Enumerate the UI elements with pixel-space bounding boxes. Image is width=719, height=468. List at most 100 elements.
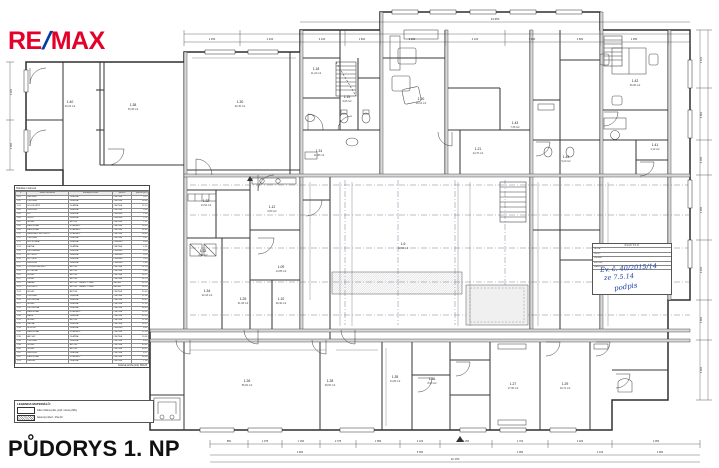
staircase [335, 35, 623, 223]
room-schedule-table[interactable]: Tabulka místností č. název místnosti náš… [14, 185, 150, 369]
room-label-id: 1.42 [632, 79, 639, 83]
svg-text:2 400: 2 400 [700, 366, 703, 373]
room-label-id: 1.21 [475, 147, 482, 151]
svg-text:3 600: 3 600 [529, 37, 536, 41]
svg-text:1 975: 1 975 [262, 440, 269, 443]
svg-text:1 450: 1 450 [298, 440, 305, 443]
furniture-symbols [153, 29, 659, 426]
room-label-area: 6,80 m2 [267, 210, 277, 213]
svg-text:3 100: 3 100 [319, 37, 326, 41]
room-label-id: 1.31 [316, 149, 323, 153]
svg-text:2 200: 2 200 [700, 266, 703, 273]
legend-label: betonový střed - tíha zdi [37, 416, 63, 420]
room-label-id: 1.41 [652, 143, 659, 147]
page-title: PŮDORYS 1. NP [8, 436, 180, 461]
table-cell: 1.43 [15, 359, 27, 365]
room-label-area: 24,70 m2 [473, 152, 484, 155]
room-label: 1.126,80 m2 [267, 205, 277, 213]
table-total-area: Celková plocha [m2]: 683,25 [117, 365, 147, 368]
room-label: 1.662,00 m2 [398, 242, 409, 250]
logo-text-max: MAX [50, 26, 106, 55]
room-label-area: 6,44 m2 [198, 254, 208, 257]
room-label-id: 1.36 [429, 377, 436, 381]
room-label-area: 13,05 m2 [390, 380, 401, 383]
legend-item: zdivo cihelné plné, popř. nosné příčky [17, 407, 151, 414]
room-label-id: 1.43 [512, 121, 519, 125]
svg-text:2 400: 2 400 [267, 37, 274, 41]
room-label-id: 1.19 [344, 95, 351, 99]
dimension-line-right: 1 100 2 600 3 050 1 450 2 200 1 800 2 40… [696, 29, 712, 401]
logo-text-re: RE [8, 26, 42, 55]
room-label-area: 26,90 m2 [630, 84, 641, 87]
room-label-id: 1.35 [392, 375, 399, 379]
svg-text:1 450: 1 450 [700, 206, 703, 213]
room-label-area: 9,66 m2 [342, 100, 352, 103]
svg-text:2 100: 2 100 [417, 440, 424, 443]
room-label-id: 1.29 [562, 382, 569, 386]
window-openings [23, 9, 693, 433]
table-cell: ZÁZEMÍ [25, 359, 70, 365]
room-label-area: 4,12 m2 [650, 148, 660, 151]
svg-text:1 100: 1 100 [700, 56, 703, 63]
svg-text:4 100: 4 100 [597, 451, 604, 454]
svg-text:22 150: 22 150 [451, 457, 460, 461]
room-label-area: 33,46 m2 [128, 108, 139, 111]
svg-text:1 950: 1 950 [631, 37, 638, 41]
room-label-area: 48,60 m2 [325, 384, 336, 387]
svg-text:2 375: 2 375 [335, 440, 342, 443]
stamp-line-cast: ČÁST: [593, 253, 671, 258]
svg-text:24 950: 24 950 [491, 17, 500, 21]
legend-swatch-icon [17, 407, 35, 414]
room-label-id: 1.28 [327, 379, 334, 383]
room-label-area: 21,06 m2 [238, 302, 249, 305]
room-label-id: 1.33 [200, 249, 207, 253]
svg-text:2 600: 2 600 [700, 111, 703, 118]
table-header-row: č. název místnosti nášlapná vrstva povrc… [15, 191, 149, 197]
table-cell: 7,36 [131, 359, 149, 365]
room-label-area: 17,95 m2 [508, 387, 519, 390]
hatched-zones [331, 271, 529, 326]
svg-text:2 400: 2 400 [577, 440, 584, 443]
room-label-area: 11,08 m2 [314, 154, 325, 157]
room-label-area: 14,85 m2 [276, 270, 287, 273]
room-label-id: 1.27 [510, 382, 517, 386]
svg-text:1 700: 1 700 [517, 440, 524, 443]
material-legend: LEGENDA MATERIÁLŮ: zdivo cihelné plné, p… [14, 400, 154, 423]
room-label: 1.414,12 m2 [650, 143, 660, 151]
legend-label: zdivo cihelné plné, popř. nosné příčky [37, 408, 77, 412]
room-label-area: 18,12 m2 [416, 102, 427, 105]
room-label-area: 19,74 m2 [560, 387, 571, 390]
svg-text:4 800: 4 800 [297, 451, 304, 454]
legend-swatch-icon [17, 414, 35, 421]
room-label-id: 1.18 [313, 67, 320, 71]
table-caption: Tabulka místností [15, 186, 149, 192]
room-label-area: 22,18 m2 [202, 294, 213, 297]
svg-text:2 250: 2 250 [409, 37, 416, 41]
room-label-area: 14,52 m2 [201, 204, 212, 207]
room-label-area: 28,40 m2 [276, 302, 287, 305]
svg-text:2 950: 2 950 [653, 440, 660, 443]
room-label: 1.445,20 m2 [561, 155, 571, 163]
room-label-area: 55,82 m2 [242, 384, 253, 387]
legend-title: LEGENDA MATERIÁLŮ: [17, 402, 51, 406]
room-label-id: 1.30 [237, 100, 244, 104]
